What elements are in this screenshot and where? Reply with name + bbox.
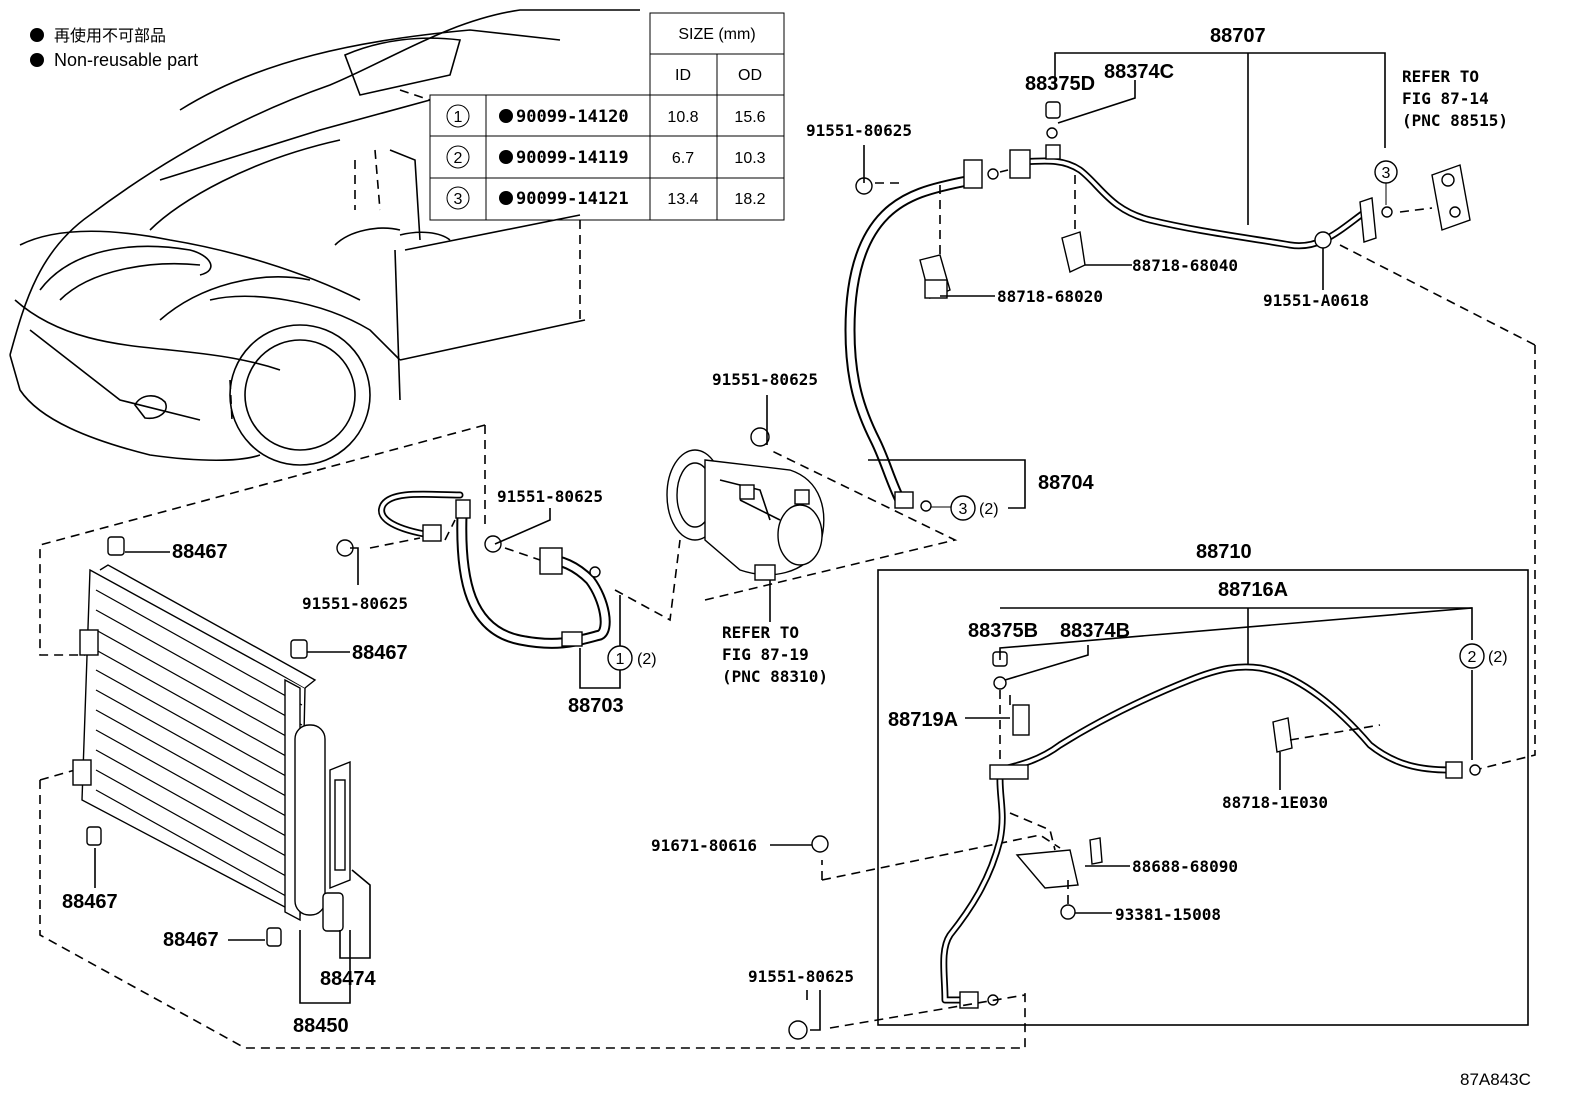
row-part-number: 90099-14119 [516, 148, 629, 168]
part-label-88375D: 88375D [1025, 73, 1095, 95]
table-header-od: OD [738, 67, 762, 84]
bolt-icon [811, 835, 829, 853]
oring-callouts: 3 3 (2) 1 (2) 2 (2) [607, 160, 1508, 671]
part-label-88710: 88710 [1196, 541, 1252, 563]
ref-fig-87-14-line2: FIG 87-14 [1402, 89, 1489, 108]
ref-fig-87-19-line2: FIG 87-19 [722, 645, 809, 664]
ref-fig-87-14-line1: REFER TO [1402, 67, 1479, 86]
figure-code: 87A843C [1460, 1070, 1531, 1089]
callout-number: 1 [616, 651, 625, 668]
reference-notes: REFER TO FIG 87-14 (PNC 88515) REFER TO … [722, 67, 1508, 686]
bolt-icon [788, 1020, 808, 1040]
row-id: 13.4 [667, 191, 698, 208]
row-id: 6.7 [672, 150, 694, 167]
part-label-91551-80625: 91551-80625 [497, 487, 603, 506]
table-header-size: SIZE (mm) [678, 26, 755, 43]
callout-number: 3 [959, 501, 968, 518]
vehicle-illustration [9, 9, 640, 466]
part-label-88467: 88467 [172, 541, 228, 563]
condenser-cushions [86, 536, 308, 947]
quantity-label: (2) [637, 651, 657, 668]
table-row: 1 90099-14120 10.8 15.6 [446, 104, 766, 128]
row-od: 10.3 [734, 150, 765, 167]
discharge-hose-88703 [336, 490, 611, 649]
bullet-icon [30, 53, 44, 67]
tube-assembly-box [877, 569, 1529, 1026]
legend: 再使用不可部品 Non-reusable part [30, 26, 198, 70]
callout-number: 2 [1468, 649, 1477, 666]
part-label-88718-68020: 88718-68020 [997, 287, 1103, 306]
part-label-93381-15008: 93381-15008 [1115, 905, 1221, 924]
bolt-icon [1314, 231, 1332, 249]
bullet-icon [30, 28, 44, 42]
leader-lines [94, 52, 1473, 1031]
row-number: 2 [454, 150, 463, 167]
legend-line-1: 再使用不可部品 [54, 26, 166, 45]
dashed-guides [39, 244, 1536, 1049]
part-label-88704: 88704 [1038, 472, 1094, 494]
part-label-88474: 88474 [320, 968, 376, 990]
ref-fig-87-19-line3: (PNC 88310) [722, 667, 828, 686]
callout-circle-2 [1459, 643, 1485, 669]
ref-fig-87-14-line3: (PNC 88515) [1402, 111, 1508, 130]
part-label-88467: 88467 [352, 642, 408, 664]
row-number: 1 [454, 109, 463, 126]
tube-88716A [788, 651, 1481, 1040]
legend-line-2: Non-reusable part [54, 50, 198, 70]
ref-fig-87-19-line1: REFER TO [722, 623, 799, 642]
non-reusable-bullet-icon [499, 191, 513, 205]
compressor [666, 427, 825, 581]
row-od: 15.6 [734, 109, 765, 126]
non-reusable-bullet-icon [499, 150, 513, 164]
row-id: 10.8 [667, 109, 698, 126]
part-label-88375B: 88375B [968, 620, 1038, 642]
tube-88707 [1009, 101, 1393, 273]
part-label-91551-80625: 91551-80625 [806, 121, 912, 140]
row-part-number: 90099-14120 [516, 107, 629, 127]
part-label-88450: 88450 [293, 1015, 349, 1037]
row-od: 18.2 [734, 191, 765, 208]
part-label-88718-68040: 88718-68040 [1132, 256, 1238, 275]
size-table: SIZE (mm) ID OD 1 90099-14120 10.8 15.6 … [429, 12, 785, 221]
part-label-91551-80625: 91551-80625 [712, 370, 818, 389]
part-label-91551-80625: 91551-80625 [302, 594, 408, 613]
part-labels: 88707 88375D 88374C 91551-80625 88718-68… [62, 25, 1369, 1037]
table-header-id: ID [675, 67, 691, 84]
row-number: 3 [454, 191, 463, 208]
table-row: 3 90099-14121 13.4 18.2 [446, 186, 766, 210]
part-label-88688-68090: 88688-68090 [1132, 857, 1238, 876]
part-label-91551-A0618: 91551-A0618 [1263, 291, 1369, 310]
bolt-icon [1060, 904, 1076, 920]
quantity-label: (2) [979, 501, 999, 518]
expansion-valve [1431, 164, 1471, 231]
row-part-number: 90099-14121 [516, 189, 629, 209]
callout-circle-1 [607, 645, 633, 671]
part-label-88374C: 88374C [1104, 61, 1174, 83]
part-label-88707: 88707 [1210, 25, 1266, 47]
part-label-88467: 88467 [62, 891, 118, 913]
quantity-label: (2) [1488, 649, 1508, 666]
part-label-91551-80625: 91551-80625 [748, 967, 854, 986]
part-label-88718-1E030: 88718-1E030 [1222, 793, 1328, 812]
part-label-88467: 88467 [163, 929, 219, 951]
condenser [72, 564, 351, 932]
table-row: 2 90099-14119 6.7 10.3 [446, 145, 766, 169]
callout-circle-3 [950, 495, 976, 521]
suction-hose-88704 [844, 159, 999, 512]
callout-number: 3 [1382, 165, 1391, 182]
bolt-icon [750, 427, 770, 447]
bolt-icon [484, 535, 502, 553]
part-label-88703: 88703 [568, 695, 624, 717]
part-label-88716A: 88716A [1218, 579, 1288, 601]
part-label-91671-80616: 91671-80616 [651, 836, 757, 855]
non-reusable-bullet-icon [499, 109, 513, 123]
part-label-88719A: 88719A [888, 709, 958, 731]
part-label-88374B: 88374B [1060, 620, 1130, 642]
